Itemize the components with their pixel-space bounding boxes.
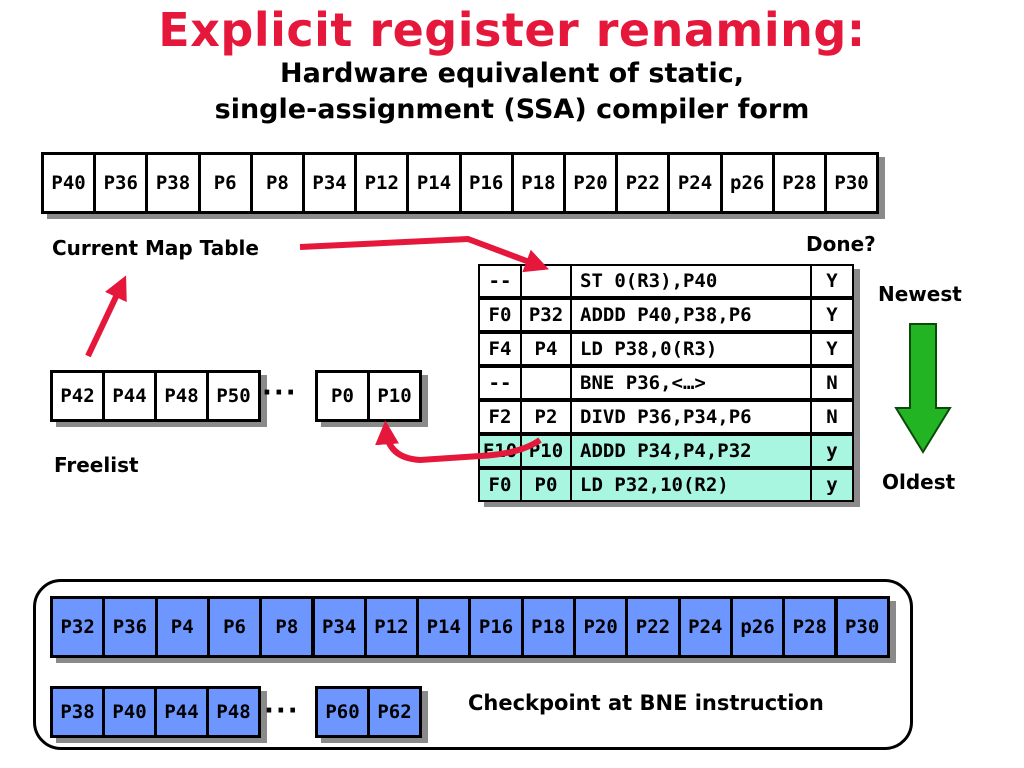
rob-done-flag: y [810,434,854,468]
checkpoint-free-entry: P44 [154,686,209,738]
map-table-entry: P24 [667,152,723,214]
map-to-rob-arrow [299,235,549,273]
rob-done-flag: Y [810,298,854,332]
freelist-ellipsis: ··· [262,378,298,408]
rob-old-phys-reg: P32 [520,298,572,332]
freelist-to-map-arrow [85,275,127,358]
map-table-entry: P34 [302,152,358,214]
checkpoint-map-entry: P36 [102,596,158,658]
rob-done-flag: N [810,400,854,434]
rob-instruction: ADDD P34,P4,P32 [570,434,812,468]
oldest-label: Oldest [882,470,956,494]
checkpoint-map-entry: P4 [154,596,210,658]
rob-dest-reg: -- [478,264,522,298]
slide-title: Explicit register renaming: [158,3,866,57]
newest-to-oldest-arrow [894,323,952,454]
rob-done-flag: N [810,366,854,400]
checkpoint-free-entry: P62 [367,686,422,738]
rob-instruction: ST 0(R3),P40 [570,264,812,298]
freelist-entry: P50 [206,370,261,422]
map-table-entry: P30 [824,152,880,214]
rob-dest-reg: F0 [478,468,522,502]
checkpoint-free-entry: P40 [102,686,157,738]
rob-dest-reg: -- [478,366,522,400]
rob-instruction: DIVD P36,P34,P6 [570,400,812,434]
map-table-entry: P28 [771,152,827,214]
rob-instruction: ADDD P40,P38,P6 [570,298,812,332]
map-table-entry: P18 [510,152,566,214]
checkpoint-map-entry: P24 [677,596,733,658]
rob-to-freelist-arrow [375,420,542,464]
rob-done-flag: Y [810,264,854,298]
rob-dest-reg: F2 [478,400,522,434]
freelist-entry: P0 [315,370,370,422]
rob-instruction: LD P32,10(R2) [570,468,812,502]
slide-subtitle-line1: Hardware equivalent of static, [280,58,744,89]
map-table-entry: P14 [406,152,462,214]
freelist-label: Freelist [54,453,139,477]
checkpoint-map-entry: P28 [782,596,838,658]
freelist-entry: P42 [50,370,105,422]
checkpoint-map-entry: P12 [363,596,420,658]
rob-old-phys-reg: P0 [520,468,572,502]
rob-row: -- BNE P36,<…>N [478,366,854,400]
checkpoint-free-entry: P38 [50,686,105,738]
checkpoint-map-entry: P6 [206,596,263,658]
map-table-entry: P36 [93,152,149,214]
map-table-entry: P12 [354,152,410,214]
checkpoint-map-entry: P34 [311,596,367,658]
newest-label: Newest [878,282,962,306]
freelist-entry: P44 [102,370,157,422]
rob-done-flag: Y [810,332,854,366]
checkpoint-free-entry: P48 [206,686,261,738]
checkpoint-map-entry: P22 [625,596,681,658]
rob-dest-reg: F4 [478,332,522,366]
checkpoint-map-entry: P16 [468,596,524,658]
rob-done-flag: y [810,468,854,502]
rob-instruction: BNE P36,<…> [570,366,812,400]
current-map-table-label: Current Map Table [52,236,259,260]
checkpoint-label: Checkpoint at BNE instruction [468,691,824,715]
slide-subtitle-line2: single-assignment (SSA) compiler form [214,94,810,125]
checkpoint-map-entry: P30 [834,596,890,658]
done-column-label: Done? [806,232,876,256]
rob-instruction: LD P38,0(R3) [570,332,812,366]
checkpoint-freelist-ellipsis: ··· [264,696,300,726]
